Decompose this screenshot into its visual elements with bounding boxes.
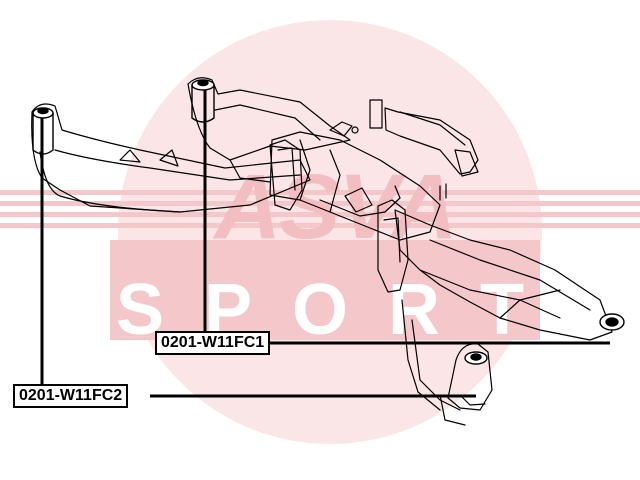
bushing-markers: [32, 79, 625, 365]
watermark-brand-line-1: ASVA: [213, 156, 456, 258]
part-number-label-fc1: 0201-W11FC1: [155, 331, 271, 355]
watermark-logo: ASVA SPORT: [0, 20, 640, 444]
leader-lines: [40, 90, 610, 398]
part-number-label-fc2: 0201-W11FC2: [13, 384, 129, 408]
